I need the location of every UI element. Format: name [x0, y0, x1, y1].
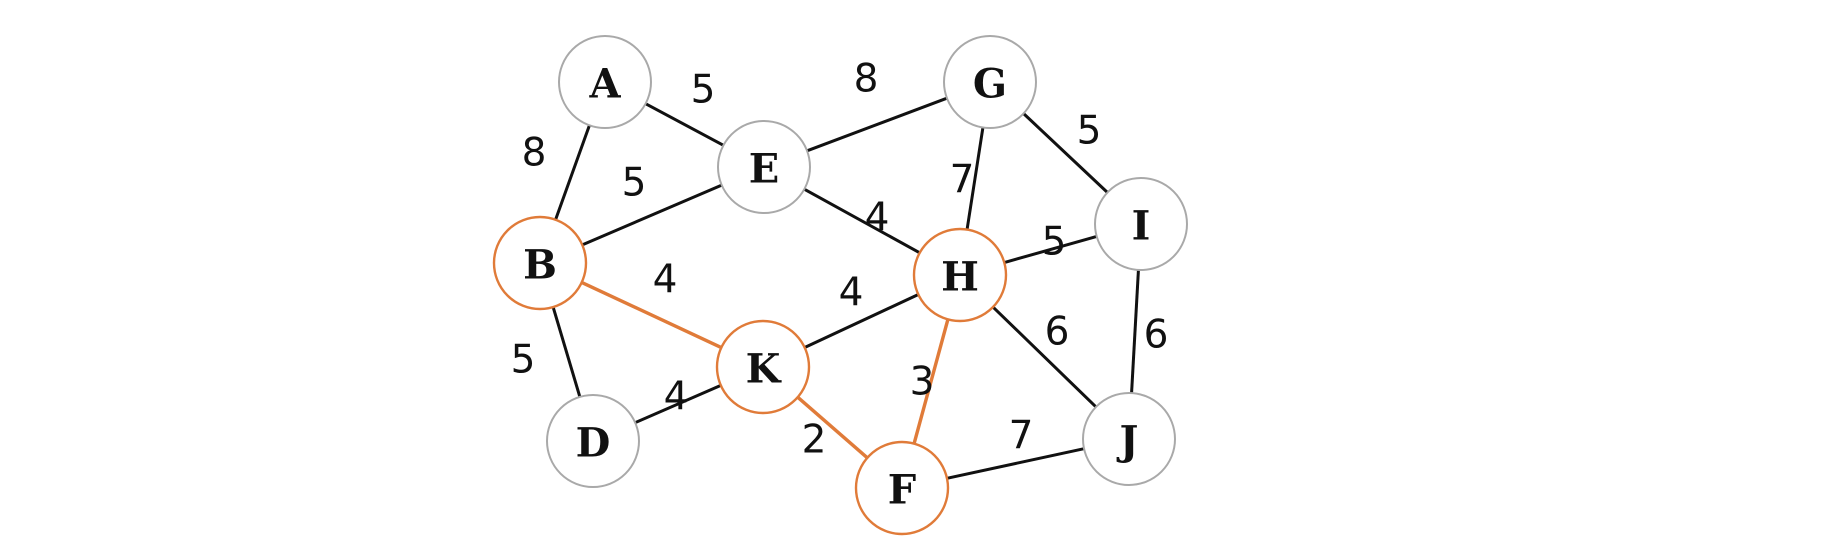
node-label: I — [1132, 203, 1151, 250]
edge-weight-h-i: 5 — [1042, 220, 1067, 265]
edge-d-k — [634, 383, 722, 425]
edge-g-i — [1022, 112, 1109, 194]
node-h: H — [912, 227, 1008, 323]
edge-weight-k-h: 4 — [839, 271, 864, 316]
node-circle — [1094, 177, 1188, 271]
node-b: B — [492, 215, 588, 311]
edge-f-h — [912, 318, 950, 445]
node-label: A — [588, 61, 621, 108]
node-circle — [943, 35, 1037, 129]
node-label: E — [749, 146, 780, 193]
node-circle — [854, 440, 950, 536]
edge-a-e — [644, 102, 725, 147]
edge-f-j — [946, 447, 1085, 480]
edge-h-j — [991, 305, 1098, 409]
edge-weight-g-h: 7 — [950, 158, 975, 203]
node-circle — [558, 35, 652, 129]
node-circle — [717, 120, 811, 214]
edge-g-h — [965, 127, 985, 230]
nodes-layer: A E G I B H K D F J — [492, 35, 1188, 536]
node-g: G — [943, 35, 1037, 129]
edge-k-f — [796, 395, 869, 460]
edge-e-b — [581, 183, 723, 247]
edge-weight-k-f: 2 — [802, 418, 827, 463]
edges-layer — [551, 96, 1140, 480]
edge-weight-i-j: 6 — [1144, 313, 1169, 358]
node-label: B — [523, 242, 557, 289]
edge-weight-b-k: 4 — [653, 258, 678, 303]
edge-b-k — [580, 280, 723, 350]
edge-weight-e-b: 5 — [622, 161, 647, 206]
edge-weight-f-h: 3 — [910, 360, 935, 405]
node-j: J — [1082, 392, 1176, 486]
node-label: F — [888, 467, 916, 514]
edge-k-h — [804, 293, 919, 349]
edge-i-j — [1130, 269, 1140, 394]
edge-weight-g-i: 5 — [1077, 109, 1102, 154]
edge-h-i — [1003, 235, 1098, 264]
edge-weight-h-j: 6 — [1045, 310, 1070, 355]
edge-weight-a-b: 8 — [522, 131, 547, 176]
node-i: I — [1094, 177, 1188, 271]
edge-weight-f-j: 7 — [1009, 414, 1034, 459]
node-e: E — [717, 120, 811, 214]
node-label: J — [1117, 418, 1139, 465]
node-circle — [1082, 392, 1176, 486]
edge-e-g — [806, 96, 948, 153]
node-circle — [912, 227, 1008, 323]
edge-a-b — [554, 124, 591, 221]
edge-weight-a-e: 5 — [691, 68, 716, 113]
edge-weight-e-g: 8 — [854, 57, 879, 102]
node-label: D — [576, 420, 611, 467]
edge-e-h — [803, 187, 921, 255]
node-a: A — [558, 35, 652, 129]
edge-weight-d-k: 4 — [664, 375, 689, 420]
edge-weight-e-h: 4 — [865, 196, 890, 241]
node-label: K — [746, 346, 782, 393]
node-circle — [492, 215, 588, 311]
node-label: H — [941, 254, 979, 301]
edge-weight-b-d: 5 — [511, 338, 536, 383]
edge-b-d — [551, 306, 582, 398]
node-label: G — [973, 61, 1007, 108]
node-circle — [546, 394, 640, 488]
node-f: F — [854, 440, 950, 536]
node-k: K — [715, 319, 811, 415]
node-d: D — [546, 394, 640, 488]
node-circle — [715, 319, 811, 415]
